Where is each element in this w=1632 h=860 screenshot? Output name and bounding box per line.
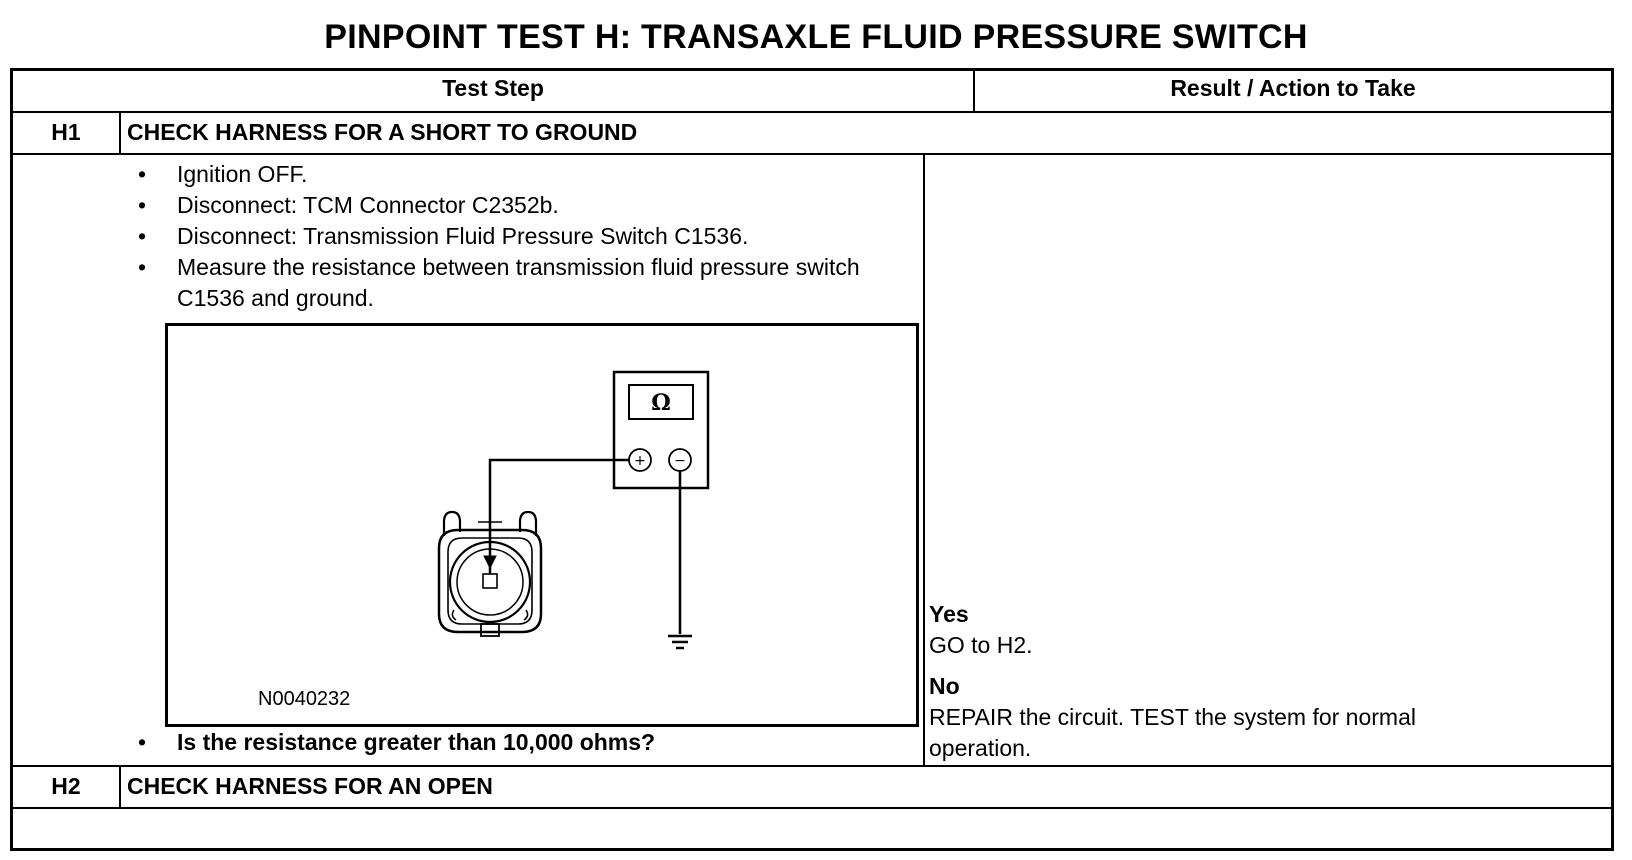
step-id-h1: H1 [51, 119, 81, 145]
step-id-h2: H2 [51, 773, 81, 799]
list-item: •Disconnect: Transmission Fluid Pressure… [138, 223, 749, 249]
page-title: PINPOINT TEST H: TRANSAXLE FLUID PRESSUR… [324, 18, 1308, 56]
result-label: No [929, 673, 960, 699]
svg-text:+: + [634, 453, 646, 469]
row-divider [13, 765, 1611, 767]
header-test-step: Test Step [442, 75, 544, 101]
result-no: No REPAIR the circuit. TEST the system f… [929, 671, 1489, 764]
step-h1-question: •Is the resistance greater than 10,000 o… [138, 729, 656, 755]
list-item: •Measure the resistance between transmis… [138, 254, 860, 311]
row-divider [13, 153, 1611, 155]
figure-id: N0040232 [258, 688, 351, 710]
positive-lead [488, 458, 629, 554]
id-divider [119, 113, 121, 155]
step-heading-h1: CHECK HARNESS FOR A SHORT TO GROUND [127, 119, 638, 145]
step-h1-instructions: •Ignition OFF. •Disconnect: TCM Connecto… [125, 159, 945, 314]
connector-icon [437, 510, 543, 637]
header-result-action: Result / Action to Take [1170, 75, 1416, 101]
list-item: •Ignition OFF. [138, 161, 308, 187]
wiring-diagram: Ω + − [437, 370, 710, 650]
step-heading-h2: CHECK HARNESS FOR AN OPEN [127, 773, 493, 799]
id-divider [119, 767, 121, 809]
result-label: Yes [929, 601, 969, 627]
body-divider [923, 155, 925, 767]
row-divider [13, 807, 1611, 809]
list-item: •Disconnect: TCM Connector C2352b. [138, 192, 559, 218]
header-divider [973, 71, 975, 113]
ground-icon [668, 634, 692, 650]
wiring-diagram-figure: Ω + − [165, 323, 919, 727]
result-action: GO to H2. [929, 632, 1033, 658]
pinpoint-test-table: Test Step Result / Action to Take H1 CHE… [10, 68, 1614, 851]
result-yes: Yes GO to H2. [929, 599, 1033, 661]
ohmmeter-icon: Ω + − [612, 370, 710, 490]
row-divider [13, 111, 1611, 113]
meter-symbol: Ω [651, 390, 671, 416]
svg-text:−: − [674, 453, 686, 469]
result-action: REPAIR the circuit. TEST the system for … [929, 704, 1416, 761]
